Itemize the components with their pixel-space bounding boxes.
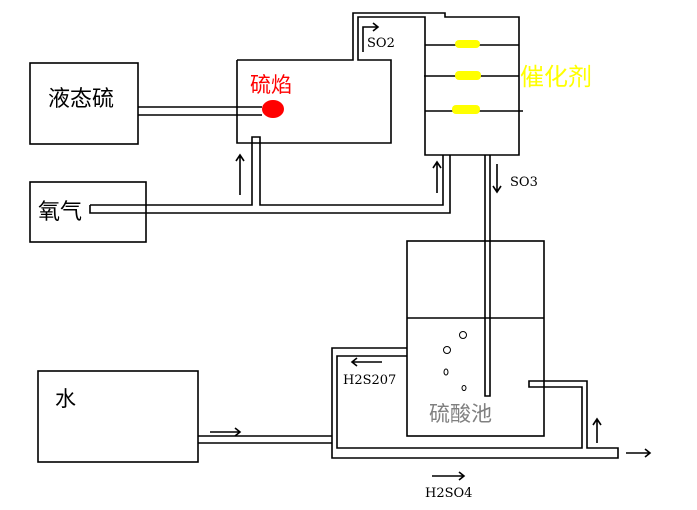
h2so4-label: H2SO4 bbox=[425, 486, 472, 501]
oxygen-label: 氧气 bbox=[38, 200, 82, 225]
h2s2o7-flow-arrow: H2S207 bbox=[343, 357, 396, 388]
oxygen-up-arrow-furnace bbox=[235, 153, 245, 195]
so3-label: SO3 bbox=[510, 175, 538, 190]
oxygen-up-arrow-reactor bbox=[432, 160, 442, 193]
so3-pipe bbox=[484, 155, 491, 397]
so2-flow-arrow: SO2 bbox=[362, 22, 395, 52]
acid-tank-label: 硫酸池 bbox=[429, 402, 492, 426]
liquid-sulfur-label: 液态硫 bbox=[48, 87, 114, 112]
catalyst-label: 催化剂 bbox=[520, 63, 592, 91]
oxygen-pipe bbox=[89, 136, 451, 214]
sulfur-flame-label: 硫焰 bbox=[250, 73, 292, 97]
sulfur-furnace: 硫焰 bbox=[236, 12, 520, 156]
liquid-sulfur-tank: 液态硫 bbox=[29, 62, 139, 145]
oxygen-tank: 氧气 bbox=[29, 181, 147, 243]
catalyst-marks bbox=[452, 40, 481, 114]
catalyst-reactor: 催化剂 bbox=[424, 40, 592, 114]
bubbles bbox=[443, 331, 467, 391]
sulfuric-acid-tank: 硫酸池 bbox=[406, 240, 545, 437]
water-label: 水 bbox=[55, 387, 76, 411]
so3-flow-arrow: SO3 bbox=[492, 164, 538, 194]
water-flow-arrow bbox=[210, 427, 242, 437]
h2so4-flow-arrow: H2SO4 bbox=[425, 471, 472, 501]
so2-label: SO2 bbox=[367, 36, 395, 51]
h2s2o7-label: H2S207 bbox=[343, 373, 396, 388]
water-pipe bbox=[198, 435, 332, 444]
sulfur-feed-pipe bbox=[138, 106, 262, 116]
flame-mark bbox=[262, 100, 284, 118]
return-up-arrow bbox=[592, 417, 602, 443]
recirculation-pipe bbox=[331, 347, 619, 459]
water-tank: 水 bbox=[37, 370, 199, 463]
outlet-arrow bbox=[626, 448, 652, 458]
